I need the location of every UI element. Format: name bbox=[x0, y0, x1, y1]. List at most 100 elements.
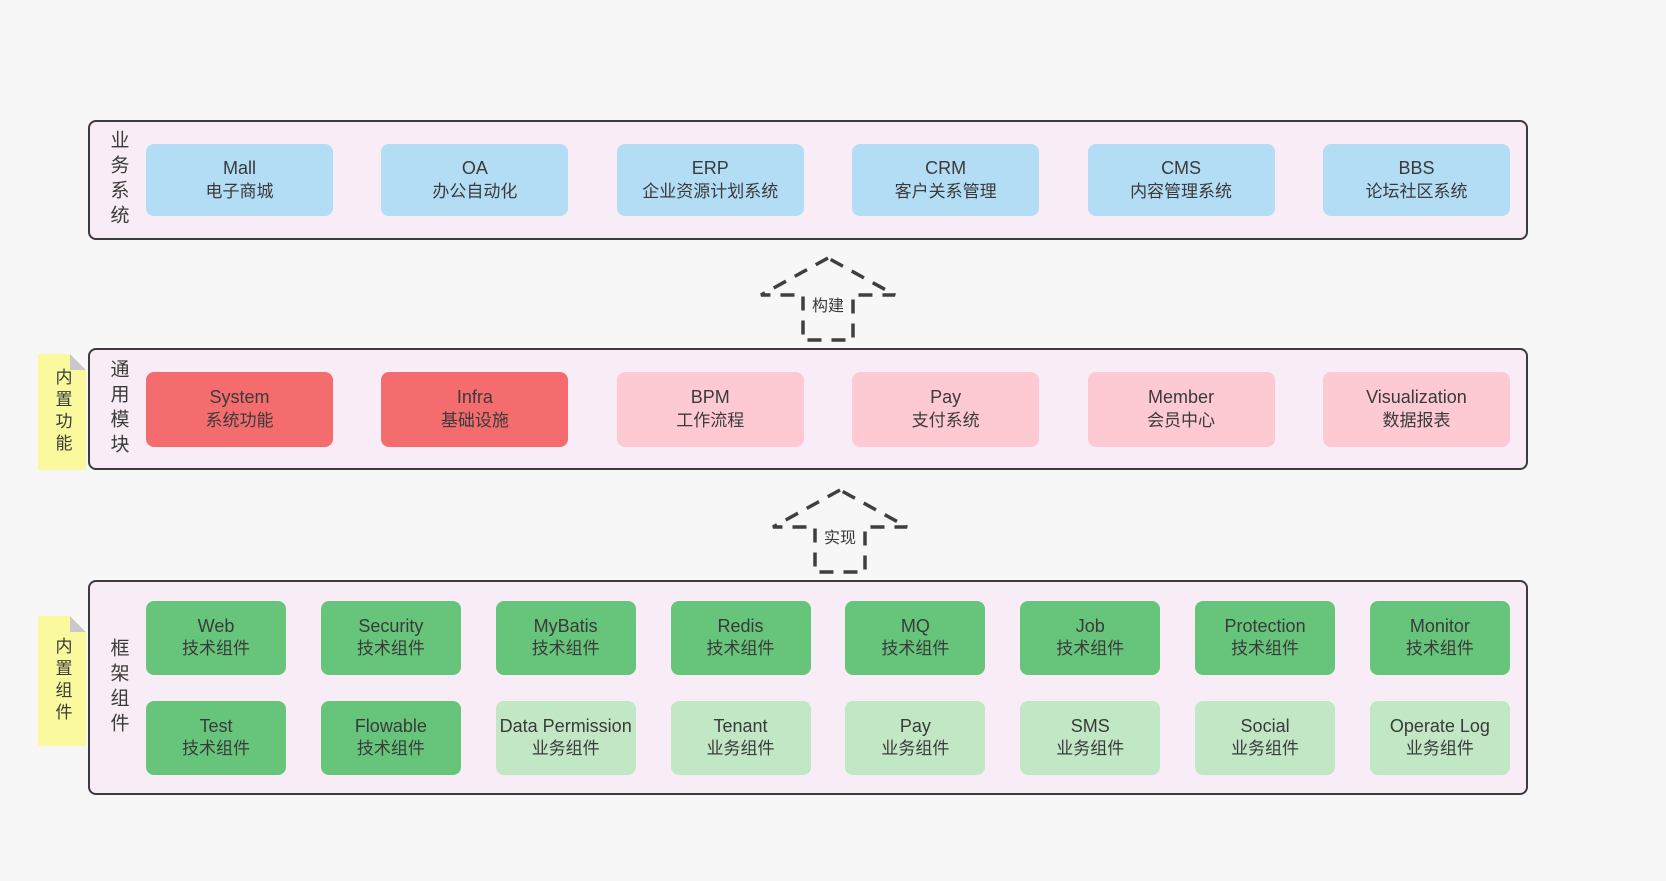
box-security: Security 技术组件 bbox=[320, 600, 461, 675]
box-subtitle: 数据报表 bbox=[1382, 410, 1451, 430]
box-subtitle: 技术组件 bbox=[356, 739, 425, 759]
box-subtitle: 业务组件 bbox=[1405, 739, 1474, 759]
box-subtitle: 业务组件 bbox=[1231, 739, 1300, 759]
box-title: System bbox=[209, 387, 270, 408]
box-title: Protection bbox=[1224, 615, 1306, 636]
box-subtitle: 内容管理系统 bbox=[1130, 181, 1233, 201]
band-label-column: 业务系统 bbox=[90, 122, 146, 238]
box-system: System 系统功能 bbox=[146, 371, 333, 447]
box-erp: ERP 企业资源计划系统 bbox=[616, 144, 804, 216]
box-subtitle: 系统功能 bbox=[205, 410, 274, 430]
box-mq: MQ 技术组件 bbox=[845, 600, 986, 675]
folded-corner-icon bbox=[70, 354, 86, 370]
dashed-up-arrow-icon bbox=[772, 488, 908, 574]
band-label: 通用模块 bbox=[107, 359, 129, 459]
box-mybatis: MyBatis 技术组件 bbox=[495, 600, 636, 675]
band-content: Mall 电子商城 OA 办公自动化 ERP 企业资源计划系统 CRM 客户关系… bbox=[146, 122, 1526, 238]
box-title: CRM bbox=[925, 158, 967, 179]
box-monitor: Monitor 技术组件 bbox=[1369, 600, 1510, 675]
sticky-note-builtin-components: 内置组件 bbox=[38, 616, 86, 746]
box-subtitle: 业务组件 bbox=[1056, 739, 1125, 759]
box-crm: CRM 客户关系管理 bbox=[852, 144, 1040, 216]
box-title: Monitor bbox=[1409, 615, 1470, 636]
box-subtitle: 技术组件 bbox=[1405, 639, 1474, 659]
band-business-systems: 业务系统 Mall 电子商城 OA 办公自动化 ERP 企业资源计划系统 CRM bbox=[88, 120, 1528, 240]
box-flowable: Flowable 技术组件 bbox=[320, 700, 461, 775]
box-subtitle: 业务组件 bbox=[706, 739, 775, 759]
box-title: ERP bbox=[691, 158, 729, 179]
box-cms: CMS 内容管理系统 bbox=[1087, 144, 1275, 216]
band-label: 框架组件 bbox=[107, 637, 129, 738]
box-data-permission: Data Permission 业务组件 bbox=[495, 700, 636, 775]
box-subtitle: 技术组件 bbox=[1231, 639, 1300, 659]
box-subtitle: 电子商城 bbox=[205, 181, 274, 201]
box-tenant: Tenant 业务组件 bbox=[670, 700, 811, 775]
box-test: Test 技术组件 bbox=[146, 700, 286, 775]
box-subtitle: 业务组件 bbox=[881, 739, 950, 759]
box-subtitle: 工作流程 bbox=[676, 410, 745, 430]
box-title: Pay bbox=[899, 715, 931, 736]
box-title: CMS bbox=[1161, 158, 1202, 179]
band-common-modules: 内置功能 通用模块 System 系统功能 Infra 基础设施 BPM 工作流… bbox=[88, 348, 1528, 470]
box-visualization: Visualization 数据报表 bbox=[1322, 371, 1510, 447]
box-title: Flowable bbox=[354, 715, 427, 736]
box-subtitle: 技术组件 bbox=[1056, 639, 1125, 659]
box-title: Test bbox=[199, 715, 233, 736]
arrow-build: 构建 bbox=[753, 254, 903, 344]
box-subtitle: 技术组件 bbox=[706, 639, 775, 659]
box-title: MyBatis bbox=[533, 615, 598, 636]
box-row: System 系统功能 Infra 基础设施 BPM 工作流程 Pay 支付系统… bbox=[146, 371, 1510, 447]
box-subtitle: 支付系统 bbox=[911, 410, 980, 430]
band-label: 业务系统 bbox=[107, 130, 129, 230]
box-title: BBS bbox=[1398, 158, 1435, 179]
box-subtitle: 业务组件 bbox=[531, 739, 600, 759]
box-infra: Infra 基础设施 bbox=[381, 371, 569, 447]
box-operate-log: Operate Log 业务组件 bbox=[1369, 700, 1510, 775]
box-row: Test 技术组件 Flowable 技术组件 Data Permission … bbox=[146, 700, 1510, 775]
box-title: Member bbox=[1148, 387, 1215, 408]
box-oa: OA 办公自动化 bbox=[381, 144, 569, 216]
box-subtitle: 技术组件 bbox=[182, 739, 250, 759]
box-subtitle: 技术组件 bbox=[182, 639, 250, 659]
box-subtitle: 技术组件 bbox=[531, 639, 600, 659]
box-subtitle: 企业资源计划系统 bbox=[642, 181, 779, 201]
sticky-note-builtin-features: 内置功能 bbox=[38, 354, 86, 470]
arrow-label: 实现 bbox=[819, 523, 861, 549]
box-pay-component: Pay 业务组件 bbox=[845, 700, 986, 775]
box-protection: Protection 技术组件 bbox=[1195, 600, 1336, 675]
box-web: Web 技术组件 bbox=[146, 600, 286, 675]
box-title: Redis bbox=[717, 615, 764, 636]
box-title: OA bbox=[461, 158, 488, 179]
box-title: Job bbox=[1075, 615, 1105, 636]
box-title: BPM bbox=[690, 387, 730, 408]
arrow-label: 构建 bbox=[807, 291, 849, 317]
dashed-up-arrow-icon bbox=[760, 256, 896, 342]
box-title: Data Permission bbox=[499, 715, 632, 736]
box-row: Web 技术组件 Security 技术组件 MyBatis 技术组件 Redi… bbox=[146, 600, 1510, 675]
box-title: Visualization bbox=[1366, 387, 1467, 408]
sticky-note-label: 内置功能 bbox=[52, 368, 72, 456]
band-content: System 系统功能 Infra 基础设施 BPM 工作流程 Pay 支付系统… bbox=[146, 350, 1526, 468]
box-title: SMS bbox=[1070, 715, 1110, 736]
arrow-implement: 实现 bbox=[765, 486, 915, 576]
box-title: Tenant bbox=[713, 715, 768, 736]
box-pay-system: Pay 支付系统 bbox=[852, 371, 1040, 447]
box-title: Web bbox=[197, 615, 235, 636]
box-title: Operate Log bbox=[1389, 715, 1490, 736]
box-subtitle: 论坛社区系统 bbox=[1365, 181, 1468, 201]
box-redis: Redis 技术组件 bbox=[670, 600, 811, 675]
box-member: Member 会员中心 bbox=[1087, 371, 1275, 447]
box-title: Pay bbox=[930, 387, 962, 408]
band-framework-components: 内置组件 框架组件 Web 技术组件 Security 技术组件 MyBatis… bbox=[88, 580, 1528, 795]
sticky-note-label: 内置组件 bbox=[52, 637, 72, 725]
box-title: Mall bbox=[222, 158, 256, 179]
box-title: Security bbox=[358, 615, 424, 636]
box-title: MQ bbox=[900, 615, 930, 636]
box-title: Social bbox=[1240, 715, 1290, 736]
folded-corner-icon bbox=[70, 616, 86, 632]
band-label-column: 通用模块 bbox=[90, 350, 146, 468]
box-subtitle: 技术组件 bbox=[881, 639, 950, 659]
box-row: Mall 电子商城 OA 办公自动化 ERP 企业资源计划系统 CRM 客户关系… bbox=[146, 144, 1510, 216]
box-title: Infra bbox=[456, 387, 493, 408]
